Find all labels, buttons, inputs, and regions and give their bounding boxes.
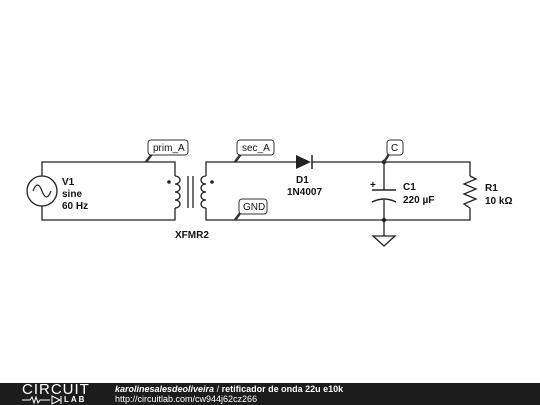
v1-freq: 60 Hz [62,201,88,212]
resistor-r1[interactable] [462,175,478,209]
diode-d1[interactable] [296,155,313,169]
author-name[interactable]: karolinesalesdeoliveira [115,384,215,394]
v1-name: V1 [62,177,75,188]
c1-value: 220 µF [403,195,434,206]
wire-secondary-bottom [205,208,471,221]
circuitlab-logo: CIRCUIT [22,381,90,398]
node-label-gnd: GND [243,202,265,213]
xfmr-name: XFMR2 [175,230,209,241]
circuit-info: karolinesalesdeoliveira / retificador de… [115,384,343,404]
circuit-url[interactable]: http://circuitlab.com/cw944j62cz266 [115,394,258,404]
capacitor-c1[interactable] [371,189,397,203]
wire-primary-top [41,161,176,176]
wire-secondary-top [205,161,296,176]
title-separator: / [214,384,222,394]
sine-source-v1[interactable] [26,175,58,207]
transformer-xfmr2[interactable] [174,175,207,209]
schematic-canvas: V1 sine 60 Hz XFMR2 D1 1N4007 + C1 220 µ… [26,139,512,247]
c1-name: C1 [403,182,416,193]
node-tag-sec-a[interactable]: sec_A [234,139,275,163]
node-label-sec-a: sec_A [242,143,270,154]
node-tag-c[interactable]: C [382,139,404,163]
d1-name: D1 [296,175,309,186]
logo-circuit-icon [22,395,62,405]
r1-value: 10 kΩ [485,196,512,207]
wire-primary-bottom [41,206,176,221]
circuit-title[interactable]: retificador de onda 22u e10k [221,384,344,394]
c1-polarity: + [370,180,376,191]
footer-bar: CIRCUIT LAB karolinesalesdeoliveira / re… [0,381,540,405]
junction-dot-bottom [381,217,387,223]
r1-name: R1 [485,183,498,194]
node-tag-gnd[interactable]: GND [234,198,268,221]
node-tag-prim-a[interactable]: prim_A [145,139,189,163]
ground-symbol[interactable] [371,235,397,247]
d1-part: 1N4007 [287,187,322,198]
xfmr-primary-dot [167,180,171,184]
v1-type: sine [62,189,82,200]
wire-output-top [312,161,471,176]
node-label-prim-a: prim_A [153,143,185,154]
logo-lab-text: LAB [64,395,87,404]
node-label-c: C [391,143,398,154]
xfmr-secondary-dot [210,180,214,184]
